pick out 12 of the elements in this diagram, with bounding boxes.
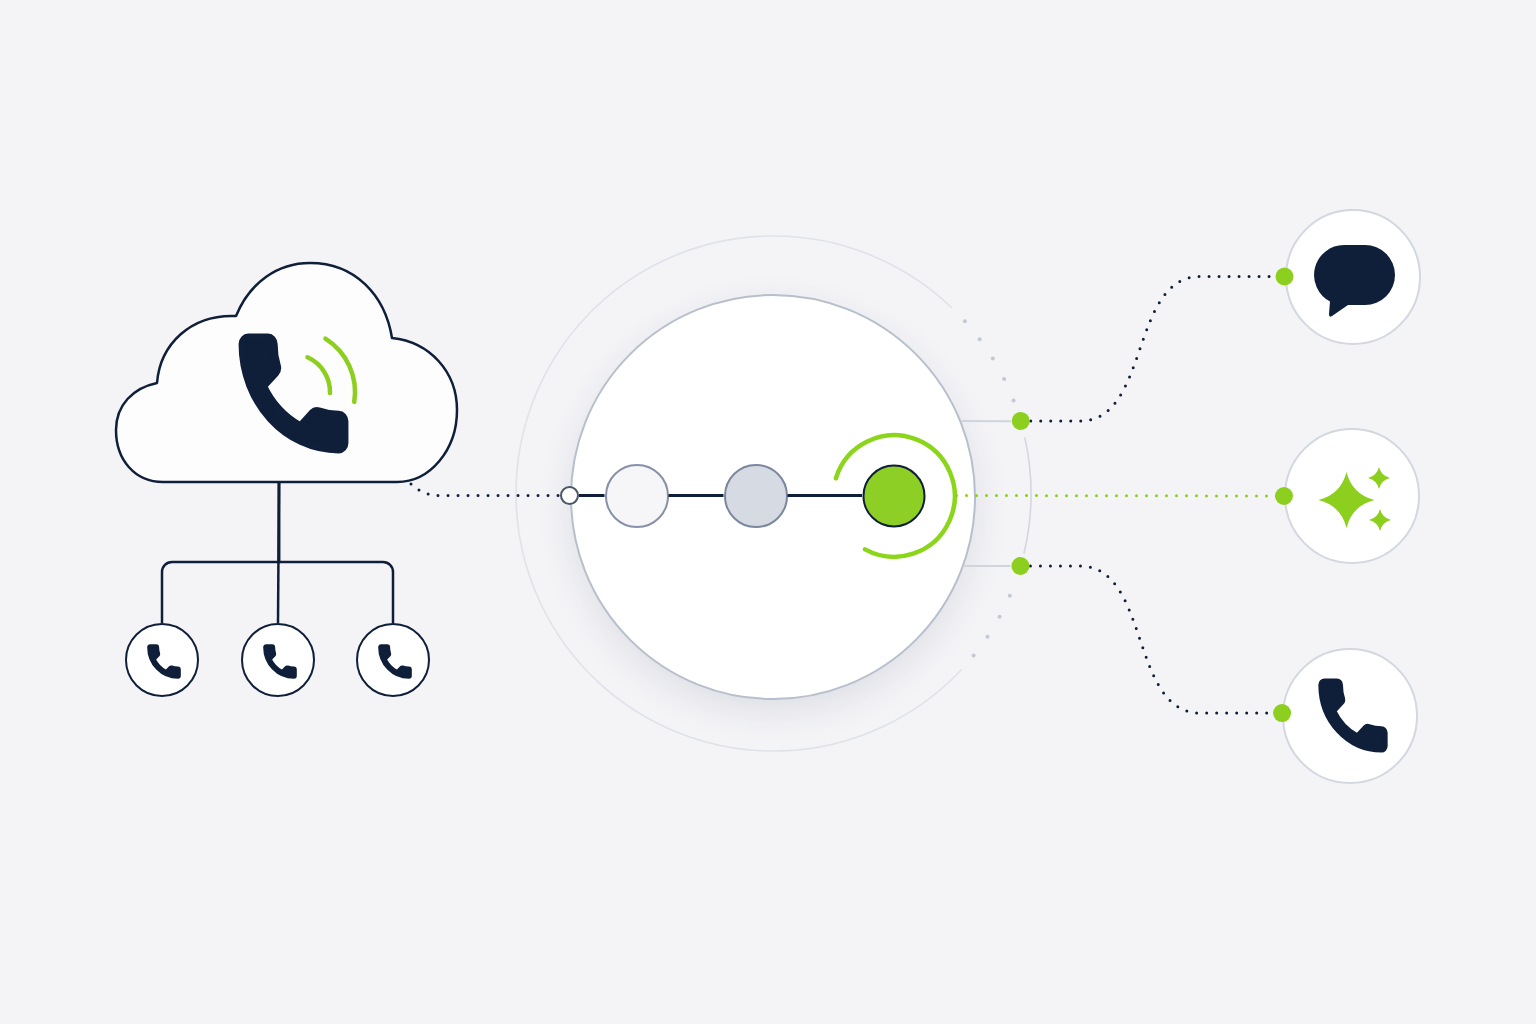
orbit-ring (515, 234, 1032, 752)
dotted-connector (955, 487, 1293, 505)
connector-line (962, 564, 1012, 567)
connector-line (668, 494, 724, 497)
dotted-connector (1011, 267, 1294, 430)
connector-line (579, 494, 605, 497)
connector-line (277, 482, 395, 623)
dotted-connector (1011, 557, 1292, 723)
cloud-shape (113, 260, 460, 486)
dotted-connector (409, 482, 562, 497)
connector-line (787, 494, 862, 497)
connector-line (960, 419, 1012, 423)
